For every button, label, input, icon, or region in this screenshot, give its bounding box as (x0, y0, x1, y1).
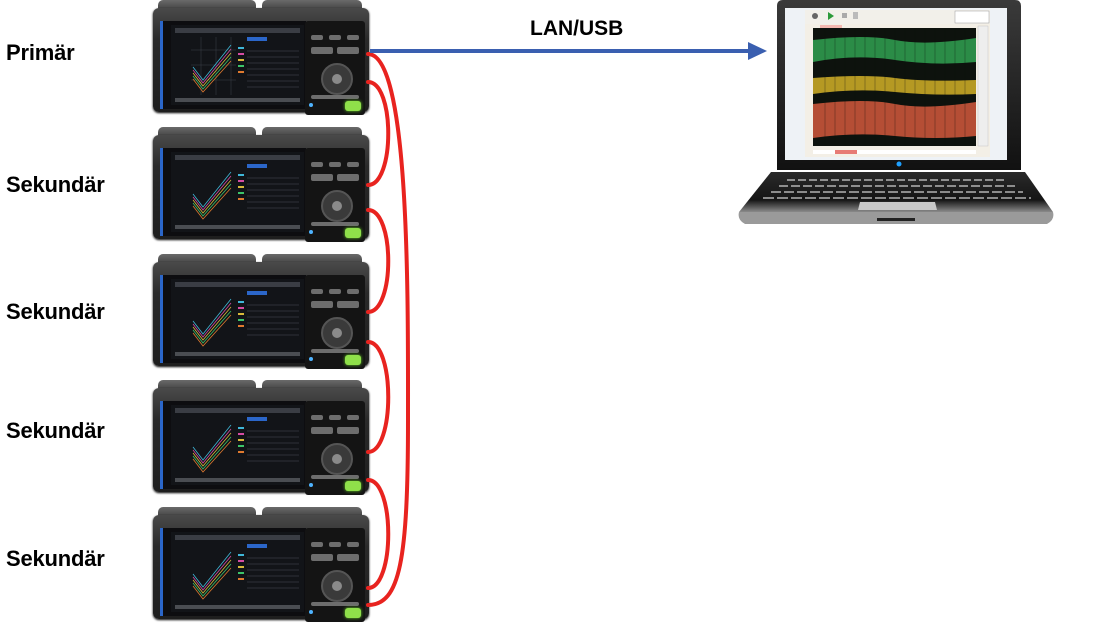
device-screen (160, 401, 306, 489)
label-secondary-1: Sekundär (6, 172, 105, 197)
device-secondary-2 (150, 254, 372, 370)
start-button (345, 355, 361, 365)
device-control-panel (305, 275, 365, 369)
device-secondary-1 (150, 127, 372, 243)
waveform-display-icon (175, 155, 300, 229)
laptop (735, 0, 1057, 228)
device-screen (160, 275, 306, 363)
waveform-red (813, 101, 976, 138)
dpad-icon (321, 443, 353, 475)
device-body (153, 388, 369, 495)
label-secondary-2: Sekundär (6, 299, 105, 324)
device-control-panel (305, 401, 365, 495)
waveform-display-icon (175, 28, 300, 102)
device-primary (150, 0, 372, 116)
cable-1-2 (366, 80, 391, 187)
sync-cables (366, 52, 411, 607)
device-screen (160, 148, 306, 236)
cable-4-5 (366, 478, 391, 590)
device-secondary-3 (150, 380, 372, 496)
device-control-panel (305, 21, 365, 115)
cable-1-5 (366, 52, 411, 607)
dpad-icon (321, 317, 353, 349)
laptop-icon (738, 0, 1054, 224)
cable-3-4 (366, 340, 391, 454)
link-label: LAN/USB (530, 17, 624, 40)
dpad-icon (321, 570, 353, 602)
dpad-icon (321, 190, 353, 222)
status-led (309, 103, 313, 107)
device-body (153, 262, 369, 369)
start-button (345, 228, 361, 238)
device-secondary-4 (150, 507, 372, 623)
waveform-display-icon (175, 535, 300, 609)
label-primary: Primär (6, 40, 75, 65)
waveform-display-icon (175, 282, 300, 356)
start-button (345, 608, 361, 618)
device-body (153, 515, 369, 622)
device-control-panel (305, 148, 365, 242)
device-screen (160, 528, 306, 616)
device-control-panel (305, 528, 365, 622)
cable-2-3 (366, 208, 391, 314)
dpad-icon (321, 63, 353, 95)
lan-usb-arrow (370, 42, 767, 60)
waveform-display-icon (175, 408, 300, 482)
device-body (153, 8, 369, 115)
start-button (345, 101, 361, 111)
label-secondary-3: Sekundär (6, 418, 105, 443)
device-screen (160, 21, 306, 109)
device-body (153, 135, 369, 242)
label-secondary-4: Sekundär (6, 546, 105, 571)
start-button (345, 481, 361, 491)
